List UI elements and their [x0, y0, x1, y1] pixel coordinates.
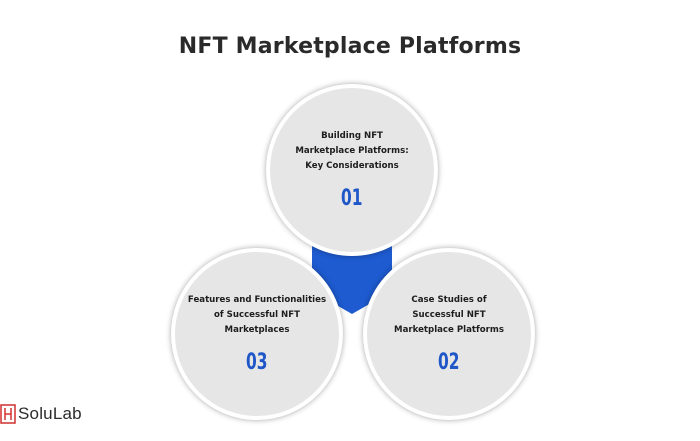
step-text: Case Studies of Successful NFT Marketpla…	[394, 295, 504, 335]
step-number: 01	[341, 186, 363, 211]
step-text: Features and Functionalities of Successf…	[187, 295, 327, 335]
page-title: NFT Marketplace Platforms	[178, 34, 522, 59]
step-circle-01: Building NFT Marketplace Platforms: Key …	[266, 84, 438, 256]
step-number: 03	[246, 350, 268, 375]
step-number: 02	[438, 350, 460, 375]
logo-text: SoluLab	[18, 404, 82, 423]
brand-logo: SoluLab	[0, 404, 82, 424]
step-circle-03: Features and Functionalities of Successf…	[171, 248, 343, 420]
solulab-logo-icon	[0, 404, 16, 424]
step-circle-02: Case Studies of Successful NFT Marketpla…	[363, 248, 535, 420]
step-text: Building NFT Marketplace Platforms: Key …	[295, 131, 409, 171]
